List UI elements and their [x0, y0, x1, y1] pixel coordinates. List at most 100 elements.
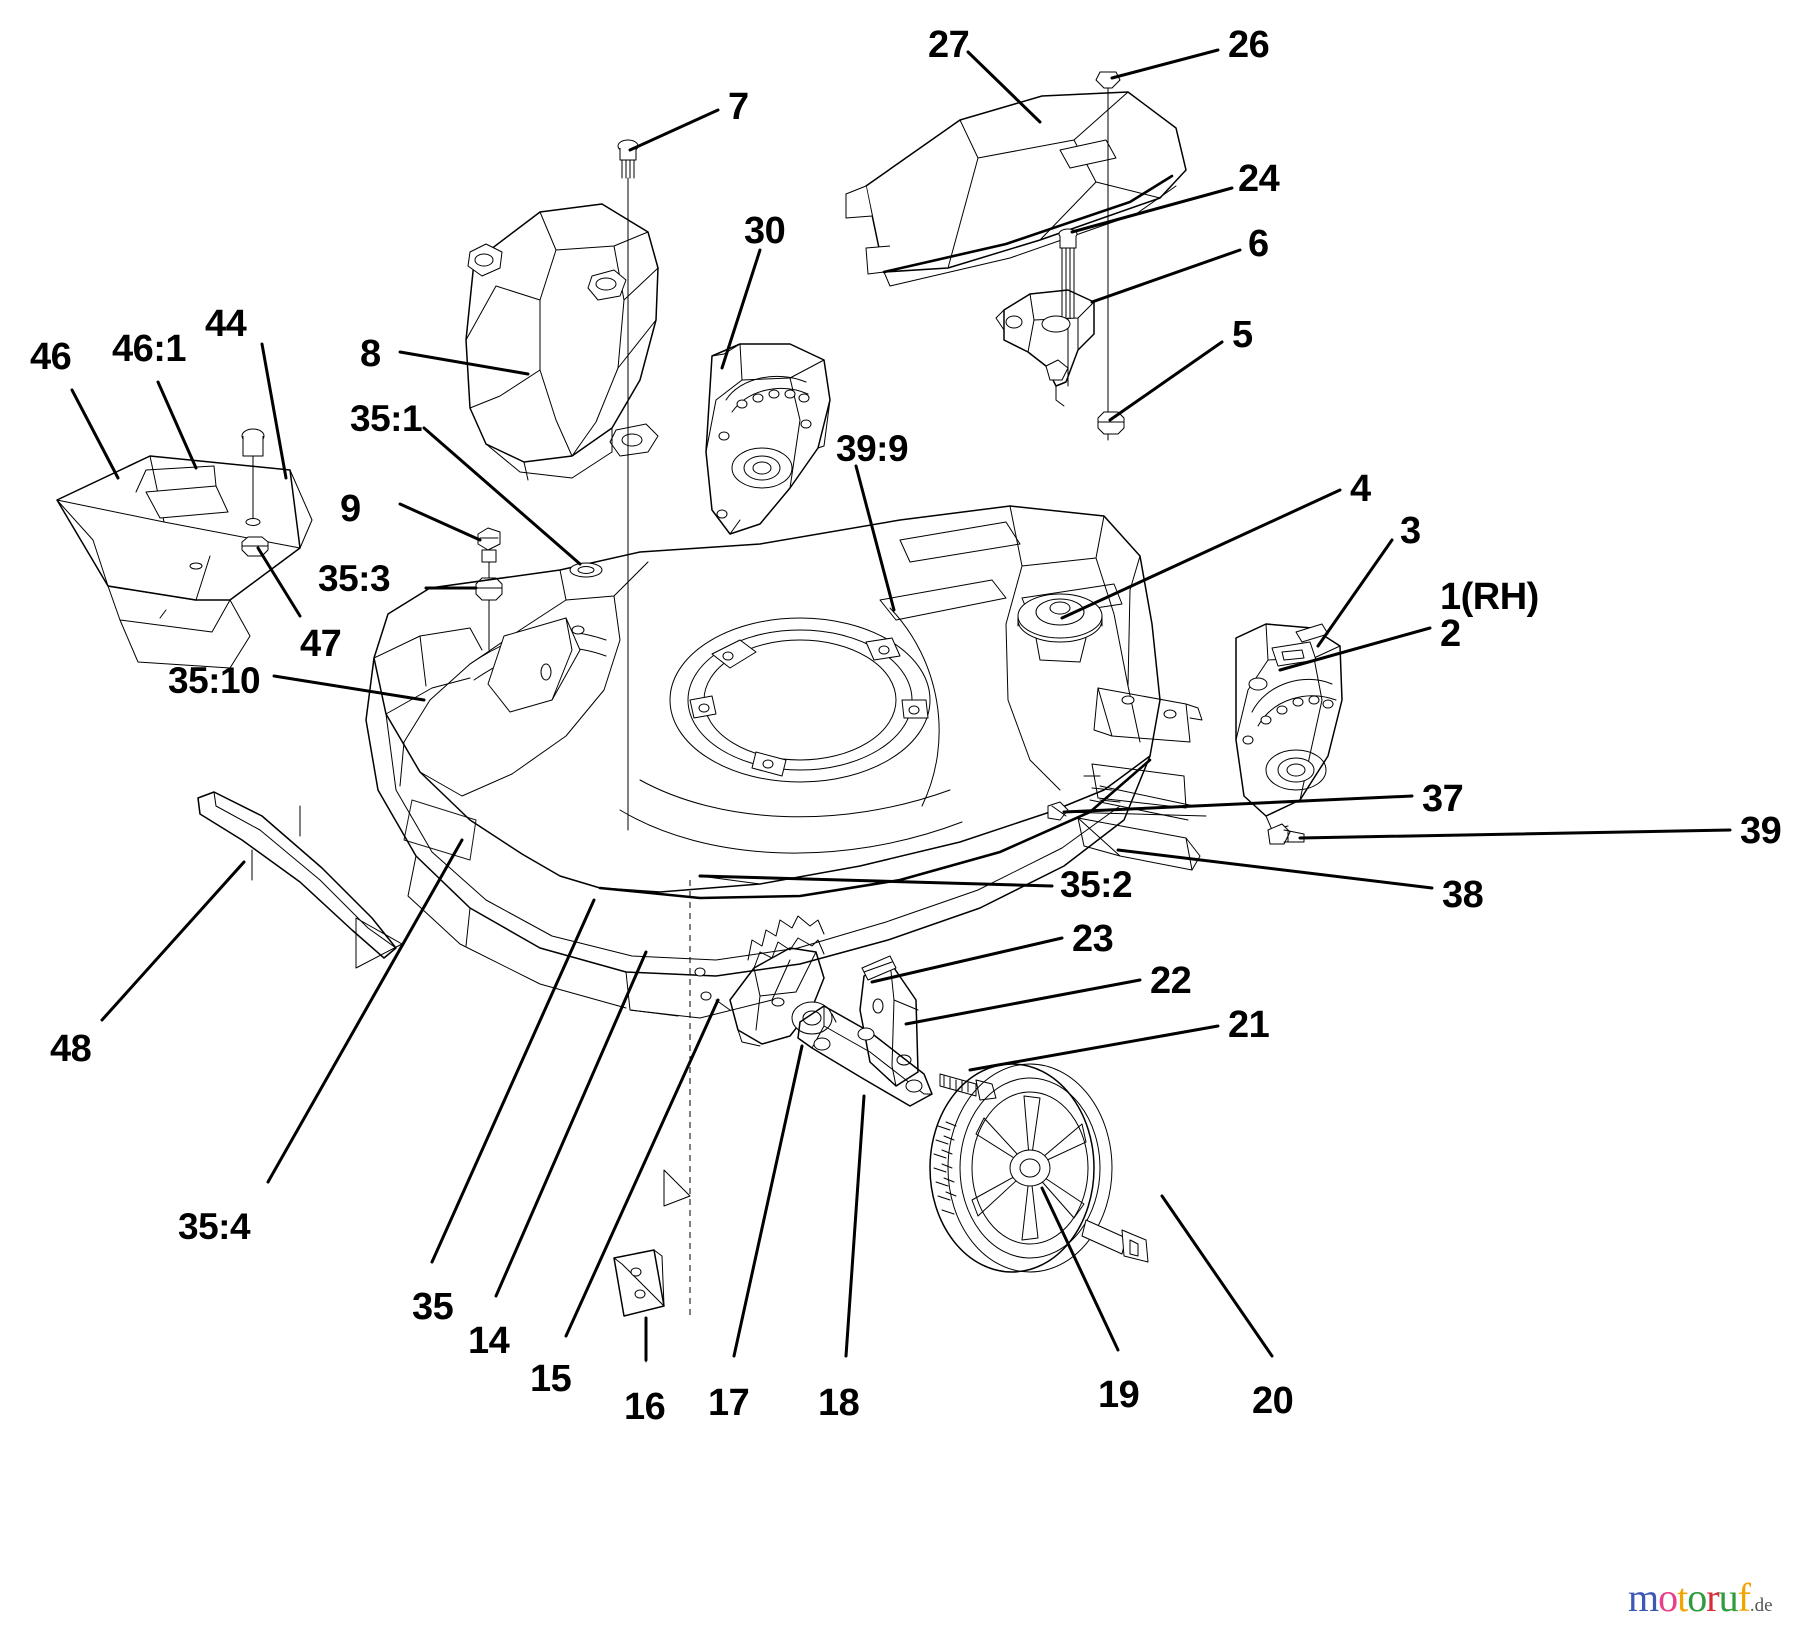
part-46-deflector	[56, 455, 313, 669]
motoruf-logo: motoruf.de	[1628, 1578, 1773, 1618]
callout-26: 26	[1228, 24, 1270, 66]
leader-4	[1060, 488, 1342, 620]
leader-5	[1108, 340, 1224, 422]
callout-14: 14	[468, 1320, 510, 1362]
callout-20: 20	[1252, 1380, 1294, 1422]
callout-2: 2	[1440, 613, 1461, 655]
logo-suffix: .de	[1749, 1595, 1773, 1616]
part-1-2-3-height-bracket	[1235, 623, 1343, 831]
callout-8: 8	[360, 333, 381, 375]
callout-18: 18	[818, 1382, 860, 1424]
leader-35-4	[266, 838, 464, 1184]
leader-46-1	[156, 380, 198, 470]
leader-35-2	[698, 874, 1054, 888]
callout-21: 21	[1228, 1004, 1270, 1046]
part-23-link-arm	[859, 955, 919, 1087]
callout-35: 35	[412, 1286, 454, 1328]
callout-22: 22	[1150, 960, 1192, 1002]
callout-1-rh: 1(RH)	[1440, 576, 1539, 618]
leader-35-10	[272, 674, 426, 702]
logo-letter-o1: o	[1658, 1575, 1678, 1620]
callout-35-2: 35:2	[1060, 864, 1133, 905]
part-5-nut	[1097, 411, 1125, 435]
leader-20	[1160, 1194, 1274, 1358]
logo-letter-o2: o	[1687, 1575, 1707, 1620]
part-8-belt-cover	[465, 203, 659, 481]
leader-lines	[70, 48, 1732, 1362]
leader-35-1	[422, 426, 582, 566]
callout-17: 17	[708, 1382, 750, 1424]
callout-15: 15	[530, 1358, 572, 1400]
part-44-bolt	[241, 428, 265, 526]
callout-46: 46	[30, 336, 72, 378]
callout-4: 4	[1350, 468, 1371, 510]
part-30-bracket	[705, 343, 831, 535]
leader-39	[1298, 828, 1732, 840]
part-18-washer	[791, 1001, 837, 1035]
callout-35-4: 35:4	[178, 1206, 251, 1247]
part-6-bracket	[995, 289, 1095, 407]
alignment-marks	[251, 805, 691, 1320]
part-35-mower-deck	[365, 505, 1203, 1019]
logo-letter-m: m	[1628, 1575, 1659, 1620]
callout-9: 9	[340, 488, 361, 530]
leader-30	[720, 248, 762, 370]
logo-letter-f: f	[1737, 1575, 1751, 1620]
callout-39: 39	[1740, 810, 1782, 852]
part-35-3-nut	[475, 577, 503, 651]
part-47-nut	[241, 536, 269, 557]
callout-39-9: 39:9	[836, 428, 909, 469]
callout-46-1: 46:1	[112, 328, 187, 370]
callout-38: 38	[1442, 874, 1484, 916]
callout-23: 23	[1072, 918, 1114, 960]
leader-18	[844, 1094, 866, 1358]
leader-26	[1110, 48, 1220, 80]
callout-19: 19	[1098, 1374, 1140, 1416]
leader-8	[398, 350, 530, 376]
leader-39-9	[854, 464, 896, 612]
part-37-rod	[1047, 801, 1207, 821]
callout-5: 5	[1232, 314, 1253, 356]
callout-27: 27	[928, 24, 970, 66]
callout-35-3: 35:3	[318, 558, 391, 599]
callout-6: 6	[1248, 223, 1269, 265]
leader-2	[1278, 626, 1432, 672]
leader-35	[430, 898, 596, 1264]
leader-15	[564, 998, 720, 1338]
callout-16: 16	[624, 1386, 666, 1428]
leader-44	[260, 342, 288, 480]
callout-37: 37	[1422, 778, 1464, 820]
callout-24: 24	[1238, 158, 1280, 200]
part-27-deflector	[845, 91, 1187, 287]
leader-46	[70, 388, 120, 480]
callout-30: 30	[744, 210, 786, 252]
logo-letter-t: t	[1677, 1575, 1688, 1620]
part-4-spindle	[1017, 593, 1103, 663]
leader-24	[1070, 186, 1234, 234]
leader-17	[732, 1044, 804, 1358]
leader-37	[1062, 794, 1414, 814]
leader-38	[1116, 848, 1434, 890]
leader-21	[968, 1024, 1220, 1072]
callout-3: 3	[1400, 510, 1421, 552]
part-16-plate	[613, 1249, 665, 1363]
part-22-link-arm	[797, 1005, 933, 1107]
leader-19	[1040, 1186, 1120, 1352]
logo-letter-r: r	[1706, 1575, 1719, 1620]
part-17-lever-plate	[729, 915, 825, 1047]
leader-14	[494, 950, 648, 1298]
leader-7	[628, 108, 720, 152]
leader-6	[1090, 248, 1242, 304]
leader-9	[398, 502, 482, 542]
callout-35-10: 35:10	[168, 660, 261, 701]
leader-27	[966, 50, 1042, 124]
leader-23	[870, 936, 1064, 984]
callout-35-1: 35:1	[350, 398, 423, 439]
leader-48	[100, 860, 246, 1022]
part-9-bolt	[477, 527, 501, 583]
part-26-screw	[1095, 71, 1121, 441]
leader-3	[1316, 538, 1394, 648]
part-20-wheel-bolt	[1081, 1219, 1149, 1263]
